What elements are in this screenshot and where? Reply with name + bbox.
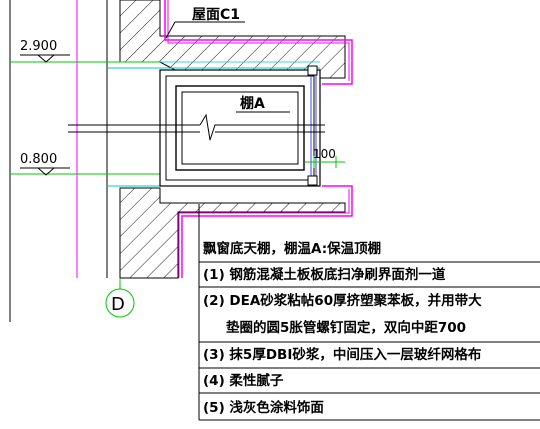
notes-table: 飘窗底天棚，棚温A:保温顶棚 (1) 钢筋混凝土板板底扫净刷界面剂一道 (2) … bbox=[198, 236, 540, 421]
roof-label-text: 屋面C1 bbox=[192, 7, 240, 23]
elevation-marker-lower: 0.800 bbox=[20, 152, 70, 176]
elevation-lower-text: 0.800 bbox=[20, 152, 57, 167]
note-line-1: (1) 钢筋混凝土板板底扫净刷界面剂一道 bbox=[203, 266, 446, 283]
notes-title: 飘窗底天棚，棚温A:保温顶棚 bbox=[203, 240, 381, 257]
insulation-upper bbox=[164, 0, 353, 85]
window-frame bbox=[159, 65, 321, 187]
insulation-lower bbox=[181, 185, 353, 278]
elevation-marker-upper: 2.900 bbox=[20, 39, 70, 63]
note-line-4: (3) 抹5厚DBI砂浆，中间压入一层玻纤网格布 bbox=[203, 346, 481, 363]
axis-bubble: D bbox=[105, 278, 135, 318]
note-line-5: (4) 柔性腻子 bbox=[203, 372, 284, 389]
lower-wall-hatch-body bbox=[119, 187, 346, 279]
note-line-2: (2) DEA砂浆粘帖60厚挤塑聚苯板，并用带大 bbox=[203, 292, 482, 309]
dimension-text: 100 bbox=[313, 147, 336, 161]
axis-label: D bbox=[111, 294, 125, 315]
insulation-upper-inner bbox=[167, 0, 350, 81]
canopy-label: 棚A bbox=[236, 95, 290, 113]
break-line bbox=[68, 113, 325, 141]
note-line-6: (5) 浅灰色涂料饰面 bbox=[203, 399, 324, 416]
insulation-lower-inner bbox=[178, 189, 350, 278]
note-line-3: 垫圈的圆5胀管螺钉固定，双向中距700 bbox=[226, 319, 466, 336]
dimension-100: 100 bbox=[305, 147, 345, 168]
roof-label: 屋面C1 bbox=[165, 7, 245, 39]
canopy-label-text: 棚A bbox=[240, 95, 265, 112]
elevation-upper-text: 2.900 bbox=[20, 39, 57, 54]
